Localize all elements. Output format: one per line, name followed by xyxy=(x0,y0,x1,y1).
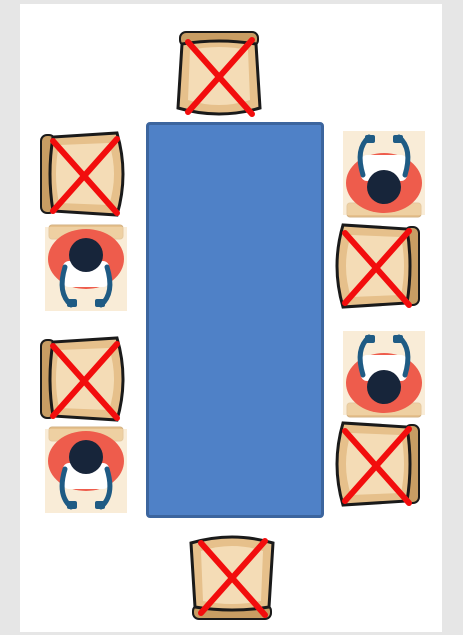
crossed-out-chair-icon xyxy=(331,221,421,311)
crossed-out-seat-top-end xyxy=(174,30,264,120)
seating-diagram xyxy=(20,4,442,632)
crossed-out-seat-bottom-end xyxy=(187,531,277,621)
crossed-out-chair-icon xyxy=(39,129,129,219)
crossed-out-seat-right-2 xyxy=(331,221,421,311)
crossed-out-chair-icon xyxy=(174,30,264,120)
seated-person-icon xyxy=(41,223,131,313)
meeting-table xyxy=(146,122,324,518)
crossed-out-seat-right-4 xyxy=(331,419,421,509)
crossed-out-seat-left-1 xyxy=(39,129,129,219)
crossed-out-chair-icon xyxy=(39,334,129,424)
occupied-seat-right-1 xyxy=(339,129,429,219)
crossed-out-chair-icon xyxy=(331,419,421,509)
occupied-seat-left-4 xyxy=(41,425,131,515)
occupied-seat-left-2 xyxy=(41,223,131,313)
seated-person-icon xyxy=(339,329,429,419)
crossed-out-chair-icon xyxy=(187,531,277,621)
crossed-out-seat-left-3 xyxy=(39,334,129,424)
occupied-seat-right-3 xyxy=(339,329,429,419)
seated-person-icon xyxy=(339,129,429,219)
seated-person-icon xyxy=(41,425,131,515)
